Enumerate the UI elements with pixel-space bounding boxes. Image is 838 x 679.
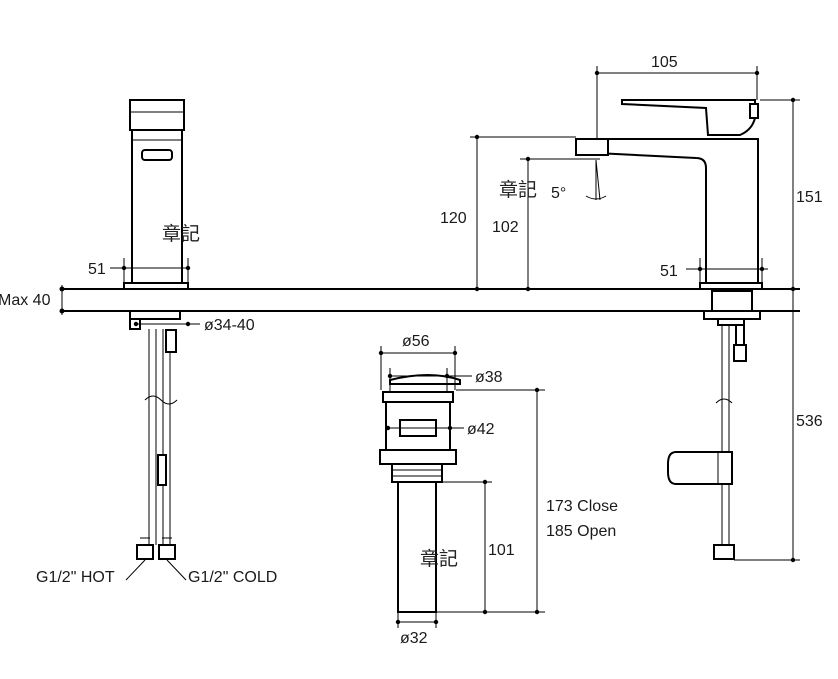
dim-hose-length-label: 536 [796,413,823,430]
dim-waste-close-label: 173 Close [546,498,618,515]
hot-connection-label: G1/2" HOT [36,569,115,586]
stamp-2: 章記 [420,548,458,570]
dim-hose-length [734,289,800,563]
stamp-3: 章記 [499,179,537,201]
hot-leader [125,559,146,581]
dim-waste-tail [436,479,492,615]
dim-hole [133,321,200,327]
dim-spout-height-label: 120 [440,210,467,227]
faucet-front-view [575,99,763,560]
dim-spout-angle [585,159,607,201]
waste-assembly [379,374,461,613]
dim-waste-thread [385,425,464,431]
dim-waste-plug-label: ø38 [475,369,503,386]
dim-waste-body-label: ø32 [400,630,428,647]
dim-base-right-label: 51 [660,263,678,280]
stamp-1: 章記 [162,223,200,245]
dim-waste-flange-label: ø56 [402,333,430,350]
dim-waste-plug [387,368,472,392]
dim-waste-tail-label: 101 [488,542,515,559]
dim-base-right [686,258,768,283]
dim-outlet-height-label: 102 [492,219,519,236]
cold-leader [166,559,187,581]
dim-waste-thread-label: ø42 [467,421,495,438]
dim-waste-open-label: 185 Open [546,523,616,540]
dim-hole-label: ø34-40 [204,317,255,334]
dim-base-left-label: 51 [88,261,106,278]
dim-spout-reach-label: 105 [651,54,678,71]
dim-spout-angle-label: 5° [551,185,566,202]
dim-spout-reach [594,66,760,139]
dim-total-height [760,97,800,292]
dim-spout-height [470,134,576,292]
faucet-side-view [123,99,189,560]
dim-waste-body [395,612,439,628]
dim-waste-length [436,387,545,615]
dim-base-left [110,258,191,283]
dim-total-height-label: 151 [796,189,823,206]
dim-waste-flange [378,346,458,390]
dim-max-deck-label: Max 40 [0,292,51,309]
cold-connection-label: G1/2" COLD [188,569,277,586]
dim-outlet-height [520,156,600,292]
